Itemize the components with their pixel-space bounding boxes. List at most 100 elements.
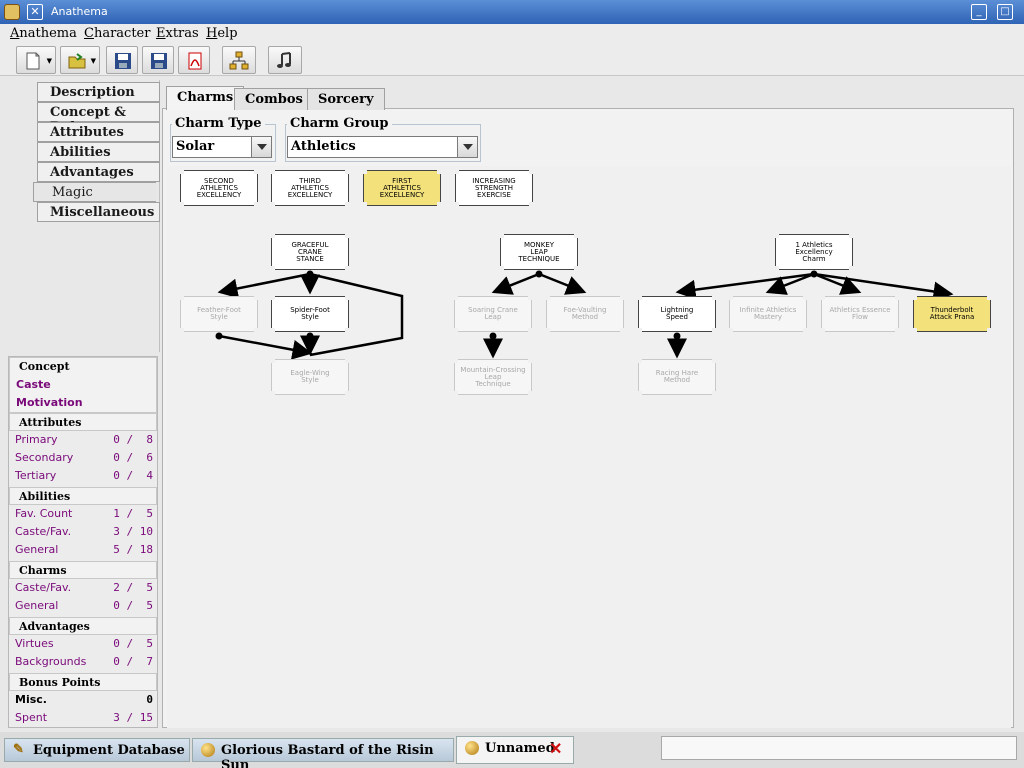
charm-node[interactable]: Athletics Essence Flow bbox=[821, 296, 899, 332]
charm-connections bbox=[215, 270, 954, 360]
nav-abilities[interactable]: Abilities bbox=[37, 142, 160, 162]
charm-node[interactable]: Thunderbolt Attack Prana bbox=[913, 296, 991, 332]
charm-group-label: Charm Group bbox=[287, 116, 392, 131]
charm-label: Feather-Foot Style bbox=[197, 306, 241, 321]
charm-node[interactable]: INCREASING STRENGTH EXERCISE bbox=[455, 170, 533, 206]
new-document-icon bbox=[26, 52, 40, 70]
charm-node[interactable]: Foe-Vaulting Method bbox=[546, 296, 624, 332]
row-label: Misc. bbox=[15, 693, 47, 706]
chevron-down-icon[interactable] bbox=[457, 137, 477, 157]
nav-description[interactable]: Description bbox=[37, 82, 160, 102]
save-all-icon bbox=[151, 53, 167, 69]
charm-label: FIRST ATHLETICS EXCELLENCY bbox=[379, 176, 425, 199]
charm-label: Mountain-Crossing Leap Technique bbox=[460, 365, 526, 388]
charm-type-select[interactable]: Solar bbox=[172, 136, 272, 158]
caste-label: Caste bbox=[16, 378, 51, 391]
row-label: Fav. Count bbox=[15, 507, 73, 520]
row-value: 0 / 8 bbox=[113, 433, 153, 446]
toolbar: ▼ ▼ bbox=[0, 44, 1024, 76]
row-label: Caste/Fav. bbox=[15, 581, 72, 594]
charm-node[interactable]: Feather-Foot Style bbox=[180, 296, 258, 332]
section-nav: Description Concept & Rules Attributes A… bbox=[6, 80, 160, 352]
charm-label: SECOND ATHLETICS EXCELLENCY bbox=[196, 176, 242, 199]
tab-glorious-bastard[interactable]: Glorious Bastard of the Risin Sun bbox=[192, 738, 454, 768]
charm-node[interactable]: THIRD ATHLETICS EXCELLENCY bbox=[271, 170, 349, 206]
save-button[interactable] bbox=[106, 46, 138, 74]
sun-icon bbox=[465, 741, 479, 755]
close-tab-icon[interactable]: ✕ bbox=[549, 739, 563, 758]
charm-tree-button[interactable] bbox=[222, 46, 256, 74]
new-button[interactable]: ▼ bbox=[16, 46, 56, 74]
tab-label: Unnamed bbox=[485, 741, 555, 756]
tab-charms[interactable]: Charms bbox=[166, 86, 245, 110]
bonus-row: General 0 / 5 bbox=[15, 599, 153, 615]
nav-attributes[interactable]: Attributes bbox=[37, 122, 160, 142]
charm-node[interactable]: Soaring Crane Leap bbox=[454, 296, 532, 332]
tab-unnamed[interactable]: Unnamed ✕ bbox=[456, 736, 574, 764]
maximize-icon[interactable]: □ bbox=[997, 4, 1013, 20]
row-value: 0 / 5 bbox=[113, 599, 153, 612]
charm-node[interactable]: SECOND ATHLETICS EXCELLENCY bbox=[180, 170, 258, 206]
charm-node[interactable]: Spider-Foot Style bbox=[271, 296, 349, 332]
menu-bar: Anathema Character Extras Help bbox=[0, 24, 1024, 44]
close-icon[interactable]: ✕ bbox=[27, 4, 43, 20]
charm-node[interactable]: Infinite Athletics Mastery bbox=[729, 296, 807, 332]
charms-section: Charms bbox=[9, 561, 157, 579]
app-menu-icon[interactable] bbox=[4, 4, 20, 20]
row-value: 0 / 6 bbox=[113, 451, 153, 464]
bonus-points-panel: Concept Caste Motivation Attributes Prim… bbox=[8, 356, 158, 728]
charm-label: THIRD ATHLETICS EXCELLENCY bbox=[287, 176, 333, 199]
charm-label: Lightning Speed bbox=[660, 306, 694, 321]
tab-combos[interactable]: Combos bbox=[234, 88, 314, 110]
charm-node[interactable]: MONKEY LEAP TECHNIQUE bbox=[500, 234, 578, 270]
nav-advantages[interactable]: Advantages bbox=[37, 162, 160, 182]
open-button[interactable]: ▼ bbox=[60, 46, 100, 74]
tab-label: Equipment Database bbox=[33, 743, 185, 758]
nav-miscellaneous[interactable]: Miscellaneous bbox=[37, 202, 160, 222]
charm-node[interactable]: Eagle-Wing Style bbox=[271, 359, 349, 395]
charm-node[interactable]: Lightning Speed bbox=[638, 296, 716, 332]
charm-node[interactable]: FIRST ATHLETICS EXCELLENCY bbox=[363, 170, 441, 206]
row-value: 3 / 10 bbox=[113, 525, 153, 538]
charm-node[interactable]: 1 Athletics Excellency Charm bbox=[775, 234, 853, 270]
row-label: Backgrounds bbox=[15, 655, 87, 668]
charm-group-select[interactable]: Athletics bbox=[287, 136, 478, 158]
charm-tree-icon bbox=[229, 51, 249, 70]
charm-node[interactable]: GRACEFUL CRANE STANCE bbox=[271, 234, 349, 270]
menu-character[interactable]: Character bbox=[84, 26, 151, 41]
row-value: 1 / 5 bbox=[113, 507, 153, 520]
save-all-button[interactable] bbox=[142, 46, 174, 74]
menu-anathema[interactable]: Anathema bbox=[10, 26, 77, 41]
charms-header: Charms bbox=[19, 564, 67, 577]
row-label: General bbox=[15, 543, 59, 556]
menu-help[interactable]: Help bbox=[206, 26, 238, 41]
tab-sorcery[interactable]: Sorcery bbox=[307, 88, 385, 110]
charm-node[interactable]: Mountain-Crossing Leap Technique bbox=[454, 359, 532, 395]
charm-node[interactable]: Racing Hare Method bbox=[638, 359, 716, 395]
music-button[interactable] bbox=[268, 46, 302, 74]
charm-tree-canvas[interactable]: SECOND ATHLETICS EXCELLENCY THIRD ATHLET… bbox=[167, 166, 1011, 728]
attributes-section: Attributes bbox=[9, 413, 157, 431]
charm-label: GRACEFUL CRANE STANCE bbox=[291, 240, 329, 263]
menu-extras[interactable]: Extras bbox=[156, 26, 199, 41]
row-value: 0 / 5 bbox=[113, 637, 153, 650]
charm-label: Foe-Vaulting Method bbox=[563, 306, 607, 321]
chevron-down-icon: ▼ bbox=[46, 57, 52, 65]
chevron-down-icon: ▼ bbox=[90, 57, 96, 65]
charm-label: Infinite Athletics Mastery bbox=[739, 306, 797, 321]
bonus-points-section: Bonus Points bbox=[9, 673, 157, 691]
pdf-export-button[interactable] bbox=[178, 46, 210, 74]
minimize-icon[interactable]: _ bbox=[971, 4, 987, 20]
chevron-down-icon[interactable] bbox=[251, 137, 271, 157]
nav-concept-rules[interactable]: Concept & Rules bbox=[37, 102, 160, 135]
row-label: General bbox=[15, 599, 59, 612]
tab-equipment-database[interactable]: ✎ Equipment Database bbox=[4, 738, 190, 762]
charm-label: Athletics Essence Flow bbox=[829, 306, 891, 321]
bonus-row: Fav. Count 1 / 5 bbox=[15, 507, 153, 523]
pdf-export-icon bbox=[188, 52, 202, 70]
title-bar: ✕ Anathema _ □ bbox=[0, 0, 1024, 24]
nav-magic[interactable]: Magic bbox=[33, 182, 156, 202]
row-value: 0 bbox=[146, 693, 153, 706]
